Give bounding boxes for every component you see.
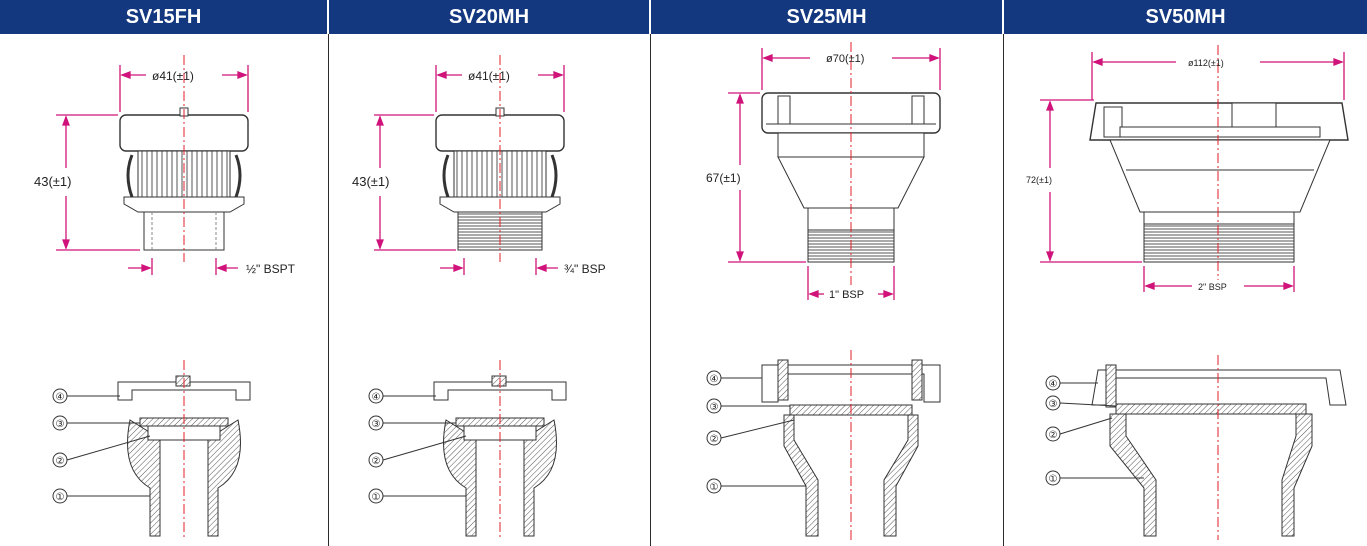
sv25mh-diameter-label: ø70(±1) [826, 53, 864, 65]
callout-1: ① [1049, 474, 1058, 485]
callout-2: ② [710, 434, 719, 445]
column-header-sv15fh: SV15FH [0, 0, 327, 34]
column-divider [328, 34, 329, 546]
callout-2: ② [56, 456, 65, 467]
callout-3: ③ [56, 419, 65, 430]
sv50mh-section [1091, 364, 1347, 537]
sv15fh-diameter-label: ø41(±1) [152, 69, 194, 83]
sv25mh-thread-label: 1" BSP [829, 289, 864, 301]
header-bar: SV15FH SV20MH SV25MH SV50MH [0, 0, 1367, 34]
sv20mh-height-label: 43(±1) [352, 174, 389, 189]
callout-1: ① [710, 482, 719, 493]
sv25mh-part-callouts [706, 370, 806, 494]
sv25mh-dimensions [728, 48, 941, 300]
sv50mh-part-callouts [1045, 375, 1144, 486]
sv20mh-thread-label: ¾" BSP [564, 262, 606, 276]
column-header-sv20mh: SV20MH [329, 0, 649, 34]
column-divider [650, 34, 651, 546]
callout-4: ④ [372, 392, 381, 403]
callout-1: ① [56, 492, 65, 503]
sv50mh-dimensions [1040, 52, 1345, 292]
callout-4: ④ [56, 392, 65, 403]
sv15fh-dimensions [56, 65, 249, 275]
sv20mh-diameter-label: ø41(±1) [468, 69, 510, 83]
column-header-sv50mh: SV50MH [1004, 0, 1367, 34]
sv15fh-thread-label: ½" BSPT [246, 262, 296, 276]
callout-3: ③ [710, 402, 719, 413]
sv15fh-height-label: 43(±1) [34, 174, 71, 189]
sv50mh-diameter-label: ø112(±1) [1188, 58, 1224, 68]
callout-3: ③ [372, 419, 381, 430]
sv25mh-height-label: 67(±1) [706, 171, 741, 185]
callout-2: ② [372, 456, 381, 467]
callout-2: ② [1049, 430, 1058, 441]
column-divider [1003, 34, 1004, 546]
callout-4: ④ [1049, 379, 1058, 390]
callout-3: ③ [1049, 399, 1058, 410]
callout-1: ① [372, 492, 381, 503]
sv50mh-height-label: 72(±1) [1026, 175, 1052, 185]
column-header-sv25mh: SV25MH [651, 0, 1002, 34]
sv50mh-elevation [1089, 102, 1349, 263]
sv50mh-thread-label: 2" BSP [1198, 282, 1227, 292]
sv20mh-dimensions [374, 65, 565, 275]
sv15fh-part-callouts [52, 388, 151, 504]
sv20mh-part-callouts [368, 388, 467, 504]
callout-4: ④ [710, 374, 719, 385]
